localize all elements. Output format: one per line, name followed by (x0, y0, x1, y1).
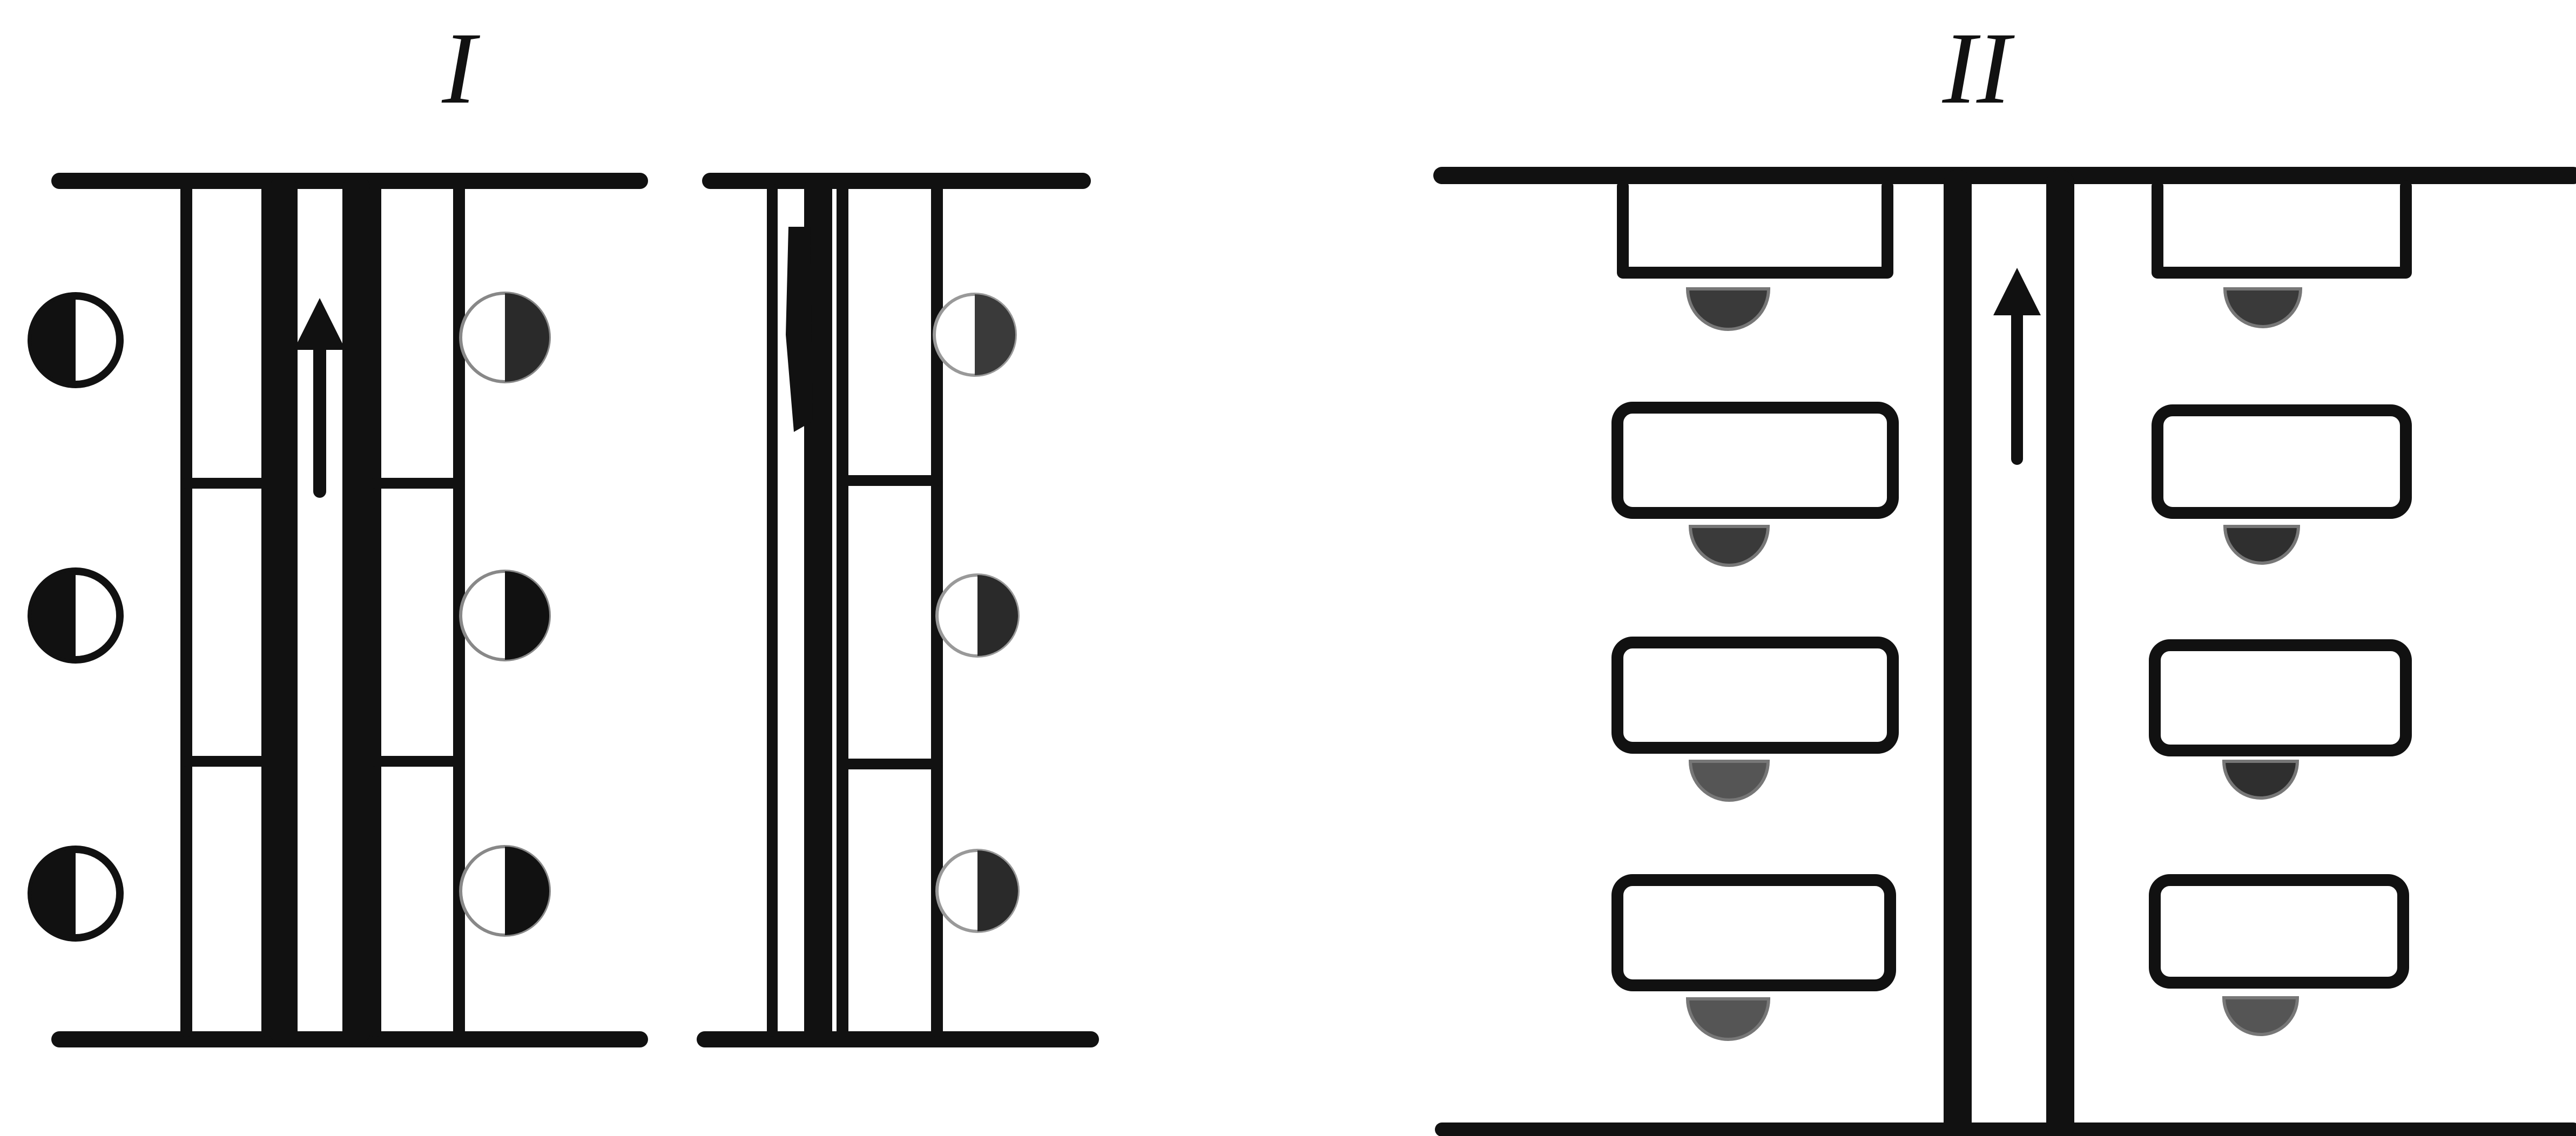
shaded-hemisphere-icon (1688, 289, 1769, 329)
panel-label-one: I (441, 12, 480, 125)
shaded-hemisphere-icon (2225, 526, 2298, 563)
panel-label-two: II (1942, 12, 2015, 125)
panel-one-right (705, 181, 1091, 1039)
channel-deposit (786, 227, 813, 432)
shaded-hemisphere-icon (2225, 289, 2301, 327)
half-filled-circle-icon (461, 571, 549, 660)
cell-box (2157, 410, 2406, 513)
half-filled-circle-icon (461, 293, 549, 382)
cell-box (1617, 408, 1893, 513)
shaded-hemisphere-icon (2224, 998, 2297, 1034)
panel-one-left-discs (31, 296, 120, 938)
shaded-hemisphere-icon (2224, 761, 2297, 798)
shaded-hemisphere-icon (1690, 761, 1768, 800)
shaded-hemisphere-icon (1688, 999, 1769, 1039)
cell-box (2155, 645, 2406, 750)
cell-box (1617, 880, 1890, 985)
shaded-hemisphere-icon (1690, 526, 1768, 565)
cell-box (2155, 880, 2403, 983)
half-filled-circle-icon (31, 296, 120, 384)
cell-box (2157, 186, 2406, 273)
panel-two-droplets (1688, 289, 2301, 1039)
half-filled-circle-icon (31, 571, 120, 660)
half-filled-circle-icon (934, 294, 1015, 375)
half-filled-circle-icon (937, 850, 1018, 931)
half-filled-circle-icon (461, 847, 549, 935)
half-filled-circle-icon (31, 849, 120, 938)
panel-one-right-discs-b (934, 294, 1018, 931)
cell-box (1623, 186, 1887, 273)
panel-two (1442, 175, 2573, 1130)
panel-one-left (59, 181, 640, 1039)
panel-one-right-discs (461, 293, 549, 935)
half-filled-circle-icon (937, 575, 1018, 656)
cell-box (1617, 643, 1893, 748)
